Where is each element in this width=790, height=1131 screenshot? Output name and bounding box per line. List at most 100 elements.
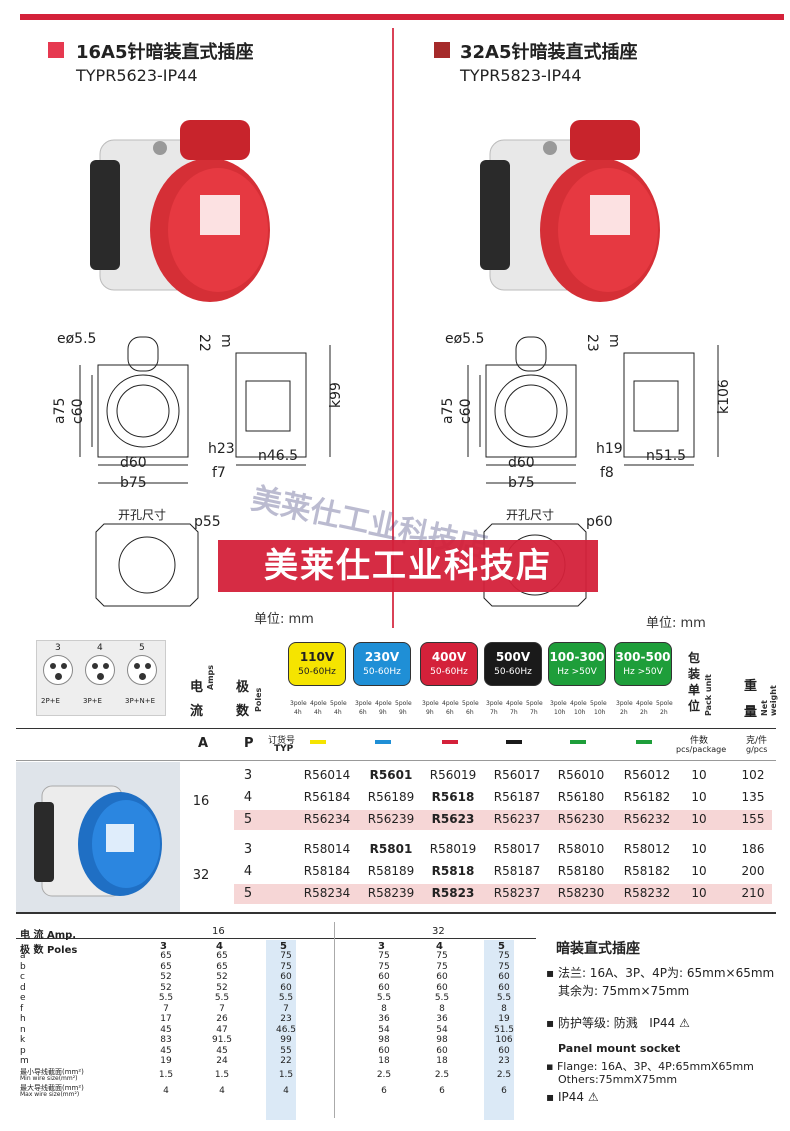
order-code-1-5: R56182 (623, 790, 671, 804)
dim-key-7: n (20, 1024, 26, 1035)
dim-val-7-4: 54 (436, 1024, 448, 1035)
left-cutout-label: 开孔尺寸 (118, 508, 167, 522)
order-code-4-4: R58180 (557, 864, 605, 878)
row-pack-3: 10 (691, 842, 707, 856)
pole-label-5-2: 5pole (656, 700, 673, 707)
dim-val-3-2: 60 (280, 982, 292, 993)
dim-val-8-5: 106 (495, 1035, 513, 1045)
order-code-1-4: R56180 (557, 790, 605, 804)
row-amps-4: 32 (192, 868, 210, 883)
desc-flange1-text: 法兰: 16A、3P、4P为: 65mm×65mm (557, 966, 775, 980)
order-code-3-3: R58017 (493, 842, 541, 856)
dim-key-8: k (20, 1035, 26, 1045)
voltage-label: 400V (431, 650, 467, 664)
order-code-5-1: R58239 (367, 886, 415, 900)
left-dim-a: a75 (52, 397, 68, 424)
dim-val-7-2: 46.5 (275, 1024, 297, 1035)
pole-hours-0-2: 4h (334, 709, 342, 716)
pole-hours-5-1: 2h (640, 709, 648, 716)
dim-amps-label: 电 流 Amp. (20, 930, 77, 941)
dim-val-4-1: 5.5 (214, 993, 230, 1003)
dim-pole-3: 3 (378, 941, 385, 952)
right-dim-top: 23 (584, 334, 600, 352)
row-weight-2: 155 (741, 812, 765, 826)
order-code-1-2: R5618 (431, 790, 475, 804)
desc-en-title: Panel mount socket (558, 1042, 681, 1055)
dim-key-12: 最大导线截面(mm²) (20, 1083, 84, 1092)
dim-val-0-1: 65 (216, 951, 228, 961)
row-poles-3: 3 (243, 842, 253, 857)
desc-ip: IP44 (649, 1016, 676, 1030)
voltage-label: 500V (495, 650, 531, 664)
dim-val-10-3: 18 (378, 1056, 390, 1066)
hdr-A: A (198, 736, 209, 751)
dim-pole-1: 4 (216, 941, 223, 952)
right-socket-image (480, 120, 660, 302)
order-code-2-0: R56234 (303, 812, 351, 826)
dim-val-9-4: 60 (436, 1045, 448, 1056)
pole-label-4-2: 5pole (590, 700, 607, 707)
order-code-1-1: R56189 (367, 790, 415, 804)
dim-val-11-5: 2.5 (496, 1069, 512, 1080)
voltage-label: 100-300 (549, 650, 605, 664)
voltage-hz: 50-60Hz (298, 667, 336, 677)
left-cutout-drawing (95, 523, 199, 607)
dim-val-1-5: 75 (498, 961, 510, 972)
pole-label-2-0: 3pole (422, 700, 439, 707)
pole-label-1-1: 4pole (375, 700, 392, 707)
dim-val-3-5: 60 (498, 982, 510, 993)
dim-val-1-2: 75 (280, 961, 292, 972)
order-code-4-0: R58184 (303, 864, 351, 878)
dim-pole-5: 5 (498, 941, 505, 952)
pole-hours-4-1: 10h (574, 709, 586, 716)
left-accent-square (48, 42, 64, 58)
desc-en1-text: Flange: 16A、3P、4P:65mmX65mm (556, 1060, 754, 1073)
dim-val-8-4: 98 (436, 1035, 448, 1045)
dim-val-0-3: 75 (378, 951, 390, 961)
order-code-1-3: R56187 (493, 790, 541, 804)
dim-val-5-2: 7 (283, 1003, 289, 1014)
voltage-hz: 50-60Hz (430, 667, 468, 677)
voltage-label: 300-500 (615, 650, 671, 664)
dim-val-3-1: 52 (216, 982, 228, 993)
desc-protect-text: 防护等级: 防溅 (557, 1016, 638, 1030)
dim-val-7-3: 54 (378, 1024, 390, 1035)
highlight-col-32 (484, 940, 514, 1120)
order-code-4-3: R58187 (493, 864, 541, 878)
pole-hours-2-1: 6h (446, 709, 454, 716)
pole-hours-5-0: 2h (620, 709, 628, 716)
dim-val-10-2: 22 (280, 1056, 292, 1066)
pole-hours-1-1: 9h (379, 709, 387, 716)
color-swatch-4 (570, 740, 586, 744)
hdr-P: P (244, 736, 254, 751)
voltage-box-0: 110V 50-60Hz (288, 642, 346, 686)
pole-label-0-1: 4pole (310, 700, 327, 707)
pole-label-5-1: 4pole (636, 700, 653, 707)
pole-label-3-2: 5pole (526, 700, 543, 707)
row-pack-5: 10 (691, 886, 707, 900)
order-code-0-2: R56019 (429, 768, 477, 782)
dim-val-5-4: 8 (439, 1003, 445, 1014)
left-product-title: 16A5针暗装直式插座 (76, 42, 254, 63)
left-socket-image (90, 120, 270, 302)
pin-face-0 (43, 655, 73, 685)
hdr-poles-en: Poles (254, 687, 263, 712)
pole-hours-5-2: 2h (660, 709, 668, 716)
row-amps-1: 16 (192, 794, 210, 809)
dim-val-11-3: 2.5 (376, 1069, 392, 1080)
dim-val-11-2: 1.5 (278, 1069, 294, 1080)
dim-val-4-2: 5.5 (278, 993, 294, 1003)
right-dim-n: n51.5 (646, 448, 687, 464)
order-code-3-4: R58010 (557, 842, 605, 856)
voltage-label: 110V (299, 650, 335, 664)
pole-label-2-1: 4pole (442, 700, 459, 707)
dim-val-11-0: 1.5 (158, 1069, 174, 1080)
pole-label-1-2: 5pole (395, 700, 412, 707)
row-poles-4: 4 (243, 864, 253, 879)
dim-val-12-4: 6 (439, 1085, 445, 1096)
hdr-typ: TYP (274, 744, 294, 754)
dim-key-6: h (20, 1014, 26, 1024)
